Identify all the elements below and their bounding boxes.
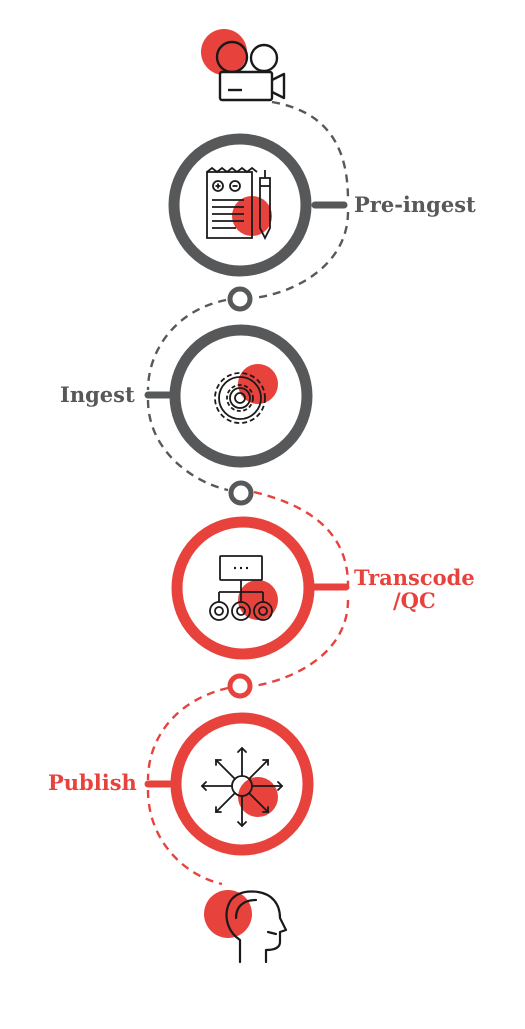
connector-camera-to-preingest: [271, 100, 350, 201]
gears-icon: [214, 364, 278, 424]
connector-publish-to-viewer: [146, 789, 223, 886]
step-preingest: [168, 133, 348, 277]
connector-preingest-to-node: [253, 211, 350, 300]
connector-node-to-publish: [146, 686, 229, 781]
document-pencil-icon: [206, 166, 272, 241]
connector-node-to-ingest: [146, 298, 227, 391]
video-camera-icon: [201, 29, 286, 102]
network-tree-icon: [209, 555, 278, 621]
connectors: [146, 100, 350, 886]
step-ingest: [144, 324, 313, 468]
joint-node-2: [228, 480, 254, 506]
connector-ingest-to-node: [146, 399, 229, 492]
joint-nodes: [227, 286, 254, 699]
step-label-preingest: Pre-ingest: [354, 192, 476, 217]
joint-node-3: [227, 673, 253, 699]
viewer-head-icon: [204, 890, 288, 964]
step-label-transcode: Transcode /QC: [354, 565, 475, 614]
distribution-arrows-icon: [200, 746, 284, 828]
step-label-publish: Publish: [48, 770, 137, 795]
joint-node-1: [227, 286, 253, 312]
connector-node-to-transcode: [253, 490, 350, 586]
connector-transcode-to-node: [253, 599, 350, 688]
step-transcode: [171, 516, 350, 660]
step-label-ingest: Ingest: [60, 382, 135, 407]
step-publish: [144, 712, 314, 856]
